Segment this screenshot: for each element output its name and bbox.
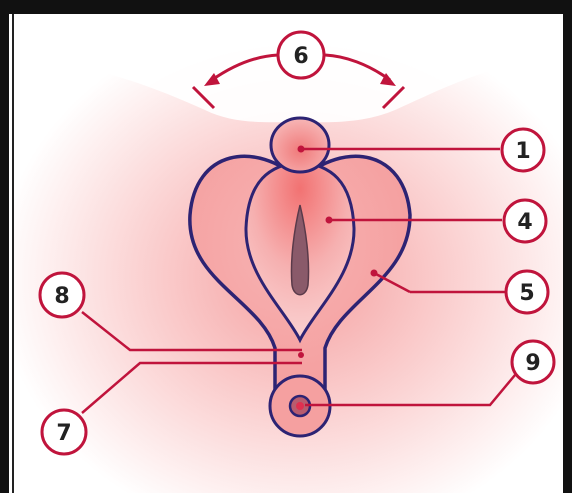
callout-circle-7: 7 bbox=[42, 410, 86, 454]
svg-text:8: 8 bbox=[54, 284, 69, 309]
top-bulb bbox=[271, 118, 329, 172]
svg-text:9: 9 bbox=[525, 351, 540, 376]
svg-text:4: 4 bbox=[517, 210, 532, 235]
callout-circle-6: 6 bbox=[278, 32, 324, 78]
header-bar bbox=[0, 0, 572, 14]
svg-text:6: 6 bbox=[293, 44, 308, 69]
frame-border-right bbox=[563, 0, 572, 493]
frame-inner-left bbox=[10, 0, 12, 493]
callout-circle-4: 4 bbox=[504, 200, 546, 242]
svg-text:1: 1 bbox=[515, 139, 530, 164]
callout-circle-1: 1 bbox=[502, 129, 544, 171]
svg-text:5: 5 bbox=[519, 281, 534, 306]
svg-text:7: 7 bbox=[56, 421, 71, 446]
frame-border-left bbox=[0, 0, 9, 493]
frame-inner-left-line bbox=[12, 0, 14, 493]
callout-circle-5: 5 bbox=[506, 271, 548, 313]
bottom-ring-dot bbox=[296, 402, 304, 410]
callout-circle-8: 8 bbox=[40, 273, 84, 317]
callout-circle-9: 9 bbox=[512, 341, 554, 383]
